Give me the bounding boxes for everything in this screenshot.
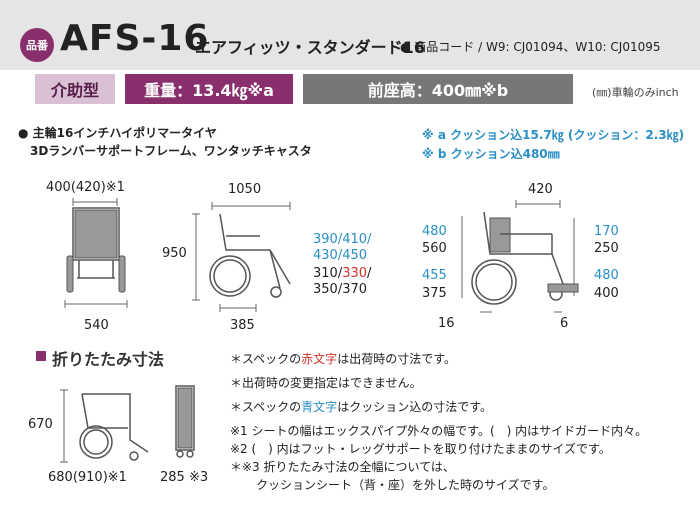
detail-right-170: 170 [594,224,619,239]
folded-view-drawing [60,385,195,463]
note-3-cont: クッションシート（背・座）を外した時のサイズです。 [256,478,555,492]
seat-height-badge: 前座高：400㎜※b [303,74,573,104]
model-number: AFS-16 [60,18,210,59]
detail-right-480: 480 [594,268,619,283]
detail-right-250: 250 [594,241,619,256]
fold-title-marker [36,351,46,361]
front-width-label: 400(420)※1 [46,180,125,195]
note-3-post: はクッション込の寸法です。 [337,400,492,414]
seat-depth-line-2: 350/370 [313,282,368,297]
side-view-drawing [192,202,291,312]
seat-depth-310: 310/ [313,266,343,281]
fold-depth-label: 285 ※3 [160,470,209,485]
note-red-text: ＊スペックの赤文字は出荷時の寸法です。 [230,350,456,367]
seat-depth-line-1: 310/330/ [313,266,371,281]
fold-title: 折りたたみ寸法 [52,350,165,369]
feature-line-2: 3Dランバーサポートフレーム、ワンタッチキャスタ [30,144,312,158]
unit-note: (㎜)車輪のみinch [592,86,679,99]
side-length-label: 1050 [228,182,262,197]
weight-badge: 重量：13.4㎏※a [125,74,293,104]
note-1-post: は出荷時の寸法です。 [337,352,456,366]
hinban-badge: 品番 [20,28,54,62]
detail-view-drawing [461,200,579,313]
seat-depth-slash: / [367,266,372,281]
seat-depth-330-red: 330 [342,266,368,281]
front-view-drawing [64,198,128,308]
detail-left-560: 560 [422,241,447,256]
product-code: ● 商品コード / W9: CJ01094、W10: CJ01095 [400,40,661,54]
detail-bottom-6: 6 [560,316,569,331]
header-band [0,0,700,70]
series-name: エアフィッツ・スタンダード16 [195,38,425,57]
detail-left-480: 480 [422,224,447,239]
seat-width-blue-2: 430/450 [313,248,368,263]
note-1-pre: ＊スペックの [230,352,302,366]
cushion-note-a: ※ a クッション込15.7㎏ (クッション：2.3㎏) [422,128,685,142]
note-3-blue: 青文字 [301,400,338,414]
note-blue-text: ＊スペックの青文字はクッション込の寸法です。 [230,398,492,415]
note-1: ※1 シートの幅はエックスパイプ外々の幅です。( ) 内はサイドガード内々。 [230,424,648,438]
fold-width-label: 680(910)※1 [48,470,127,485]
detail-bottom-16: 16 [438,316,455,331]
note-3: ＊※3 折りたたみ寸法の全幅については、 [230,460,455,474]
detail-left-455: 455 [422,268,447,283]
note-2: ※2 ( ) 内はフット・レッグサポートを取り付けたままのサイズです。 [230,442,611,456]
feature-line-1: ● 主輪16インチハイポリマータイヤ [18,126,217,140]
cushion-note-b: ※ b クッション込480㎜ [422,147,560,161]
side-depth-label: 385 [230,318,255,333]
seat-width-blue-1: 390/410/ [313,232,372,247]
detail-width-label: 420 [528,182,553,197]
side-height-label: 950 [162,246,187,261]
note-no-change: ＊出荷時の変更指定はできません。 [230,376,422,390]
front-base-width: 540 [84,318,109,333]
fold-height-label: 670 [28,417,53,432]
detail-left-375: 375 [422,286,447,301]
detail-right-400: 400 [594,286,619,301]
type-badge: 介助型 [35,74,115,104]
note-3-pre: ＊スペックの [230,400,302,414]
note-1-red: 赤文字 [301,352,338,366]
